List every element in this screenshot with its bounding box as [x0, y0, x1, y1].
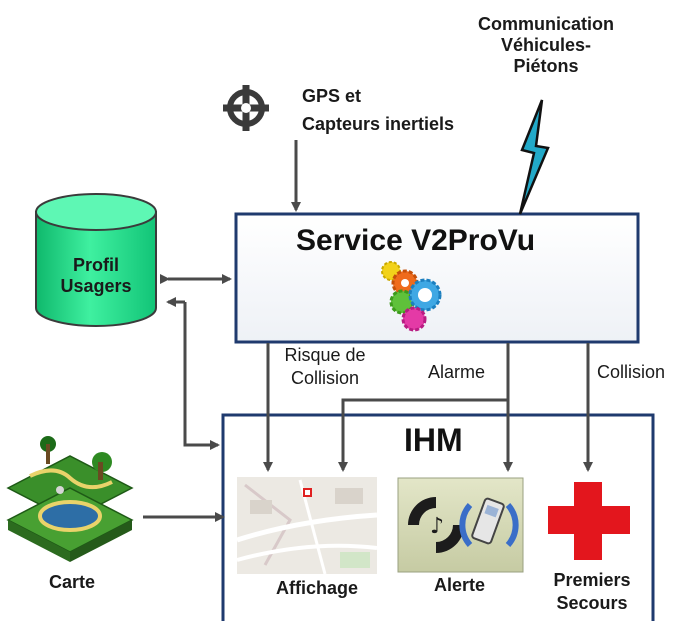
affichage-label: Affichage [276, 578, 359, 598]
crosshair-icon [223, 85, 269, 131]
lightning-bolt-icon [518, 99, 550, 215]
gears-icon [381, 261, 442, 332]
alarme-label: Alarme [428, 362, 486, 382]
alerte-label: Alerte [434, 575, 486, 595]
database-cylinder-icon [35, 193, 157, 327]
risque-label: Risque de Collision [284, 345, 366, 389]
collision-label: Collision [597, 362, 666, 382]
sound-vibration-phone-icon: ♪ [397, 477, 524, 573]
comm-label: Communication Véhicules- Piétons [477, 14, 614, 77]
gps-label: GPS et Capteurs inertiels [302, 86, 455, 134]
profil-ihm-arrow [183, 302, 220, 450]
service-title: Service V2ProVu [296, 224, 536, 257]
service-box [234, 212, 640, 344]
svg-text:♪: ♪ [430, 514, 444, 539]
profil-label: Profil Usagers [60, 255, 132, 297]
ihm-title: IHM [404, 422, 463, 458]
red-cross-icon [548, 482, 630, 560]
map-landscape-icon [6, 436, 134, 562]
carte-label: Carte [49, 572, 96, 592]
secours-label: Premiers Secours [553, 570, 631, 614]
alarme-branch-arrow [338, 398, 508, 472]
street-map-icon [236, 477, 378, 575]
